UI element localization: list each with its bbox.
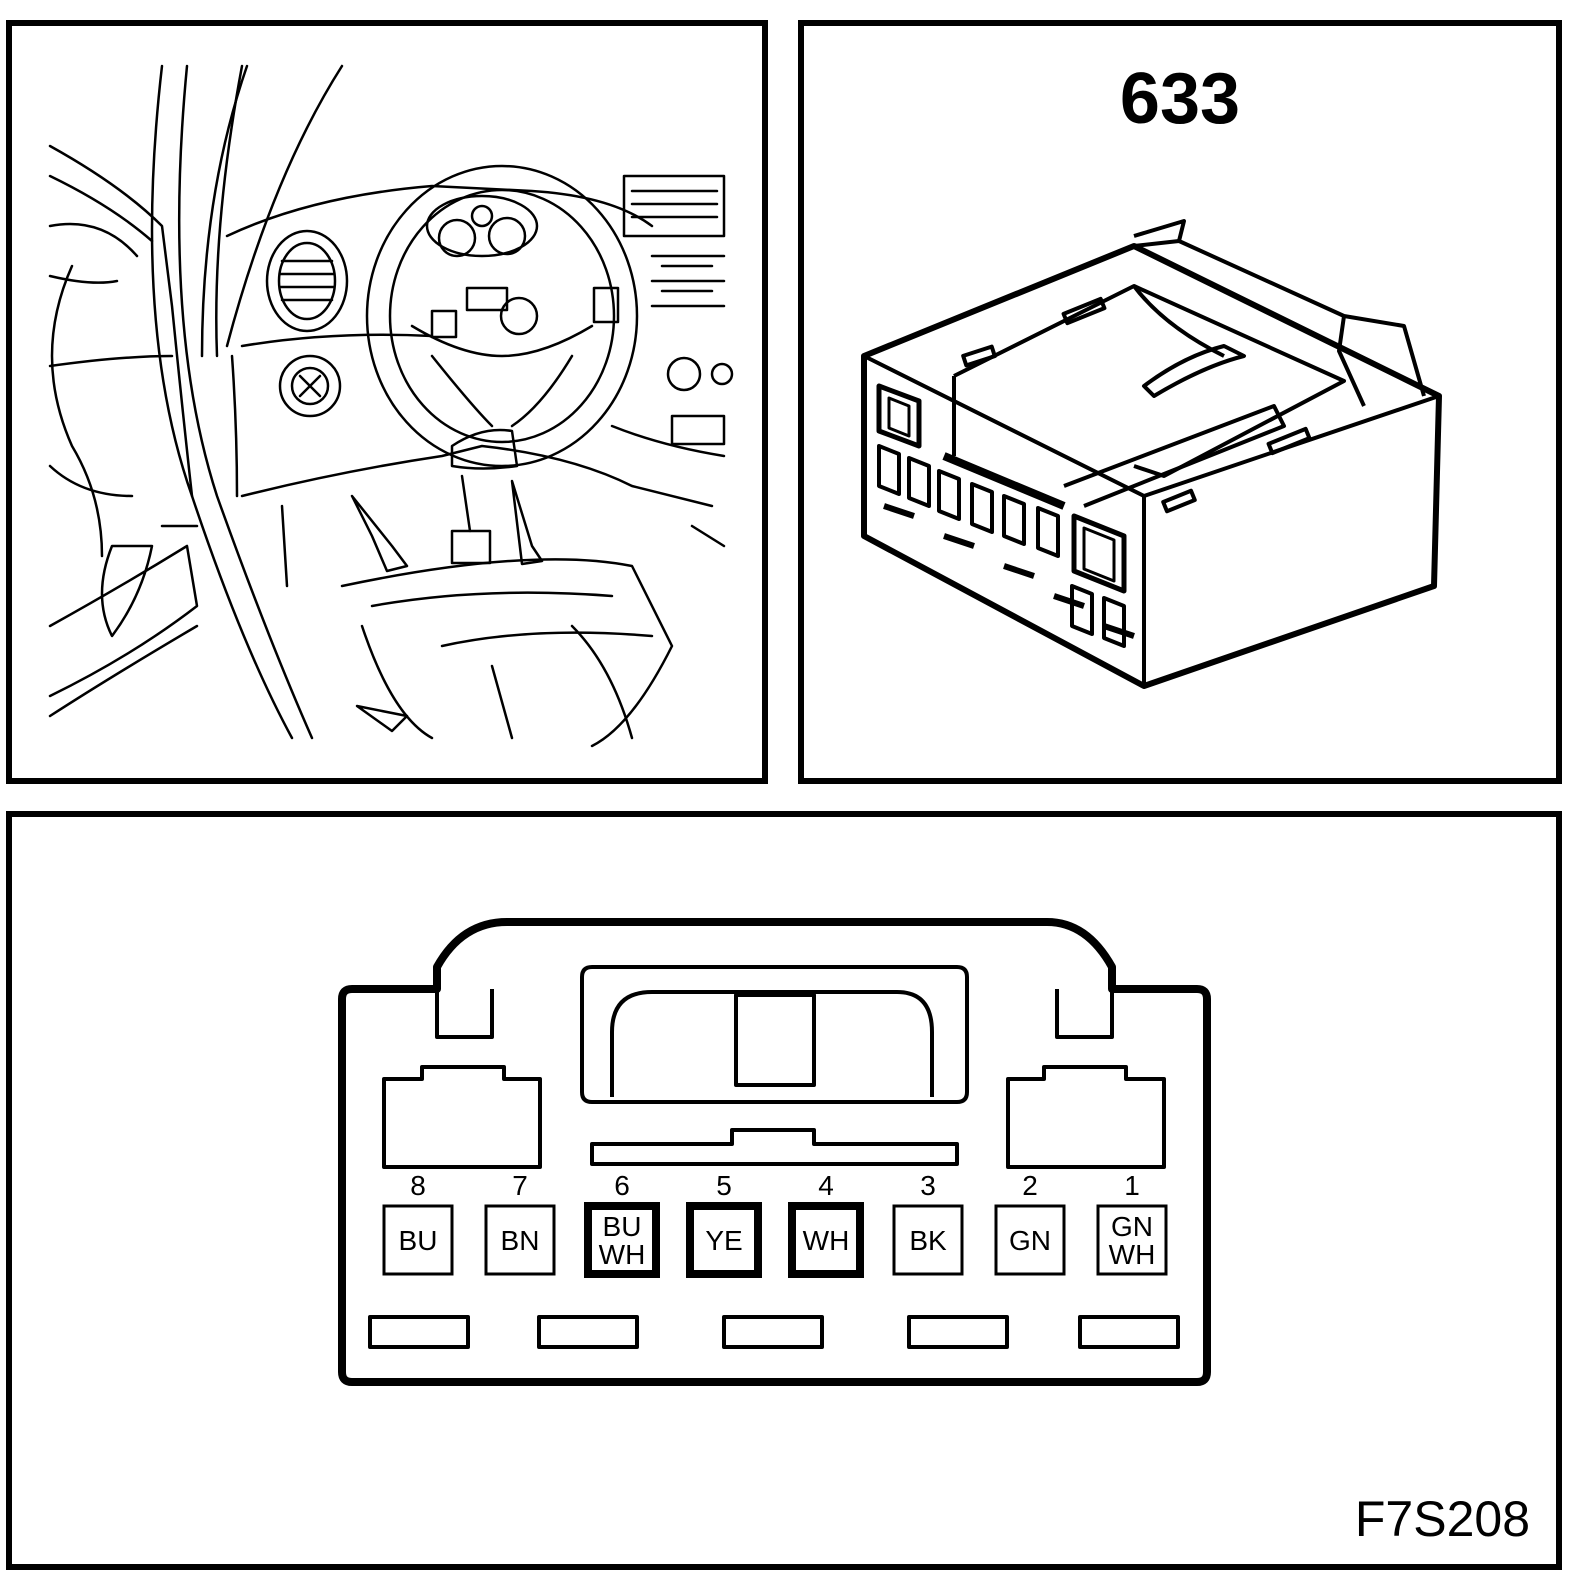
wire-color-code: WH [1109, 1239, 1156, 1270]
pin-8: 8BU [382, 1170, 454, 1276]
pin-5: 5YE [686, 1170, 762, 1278]
pin-cavity [788, 1202, 864, 1278]
pin-7: 7BN [484, 1170, 556, 1276]
pin-cavity [1096, 1204, 1168, 1276]
interior-illustration [48, 64, 734, 748]
wire-color-code: BK [909, 1225, 947, 1256]
location-panel [6, 20, 768, 784]
pin-number: 8 [410, 1170, 426, 1201]
pin-cavity [892, 1204, 964, 1276]
connector-3d-illustration [861, 219, 1442, 689]
wire-color-code: YE [705, 1225, 742, 1256]
pin-cavity [484, 1204, 556, 1276]
pin-cavity [382, 1204, 454, 1276]
wire-color-code: WH [599, 1239, 646, 1270]
wire-color-code: BU [399, 1225, 438, 1256]
pin-number: 5 [716, 1170, 732, 1201]
connector-number: 633 [1119, 59, 1241, 139]
pin-3: 3BK [892, 1170, 964, 1276]
pin-number: 6 [614, 1170, 630, 1201]
pin-number: 3 [920, 1170, 936, 1201]
wire-color-code: GN [1009, 1225, 1051, 1256]
wire-color-code: WH [803, 1225, 850, 1256]
wire-color-code: GN [1111, 1211, 1153, 1242]
pin-cavity [686, 1202, 762, 1278]
figure-code: F7S208 [1354, 1491, 1530, 1547]
wire-color-code: BU [603, 1211, 642, 1242]
pin-2: 2GN [994, 1170, 1066, 1276]
wire-color-code: BN [501, 1225, 540, 1256]
pin-cavity [994, 1204, 1066, 1276]
pin-4: 4WH [788, 1170, 864, 1278]
pin-number: 2 [1022, 1170, 1038, 1201]
pin-number: 4 [818, 1170, 834, 1201]
connector-view-panel: 633 [798, 20, 1562, 784]
pin-number: 1 [1124, 1170, 1140, 1201]
pin-cavity [584, 1202, 660, 1278]
pin-number: 7 [512, 1170, 528, 1201]
